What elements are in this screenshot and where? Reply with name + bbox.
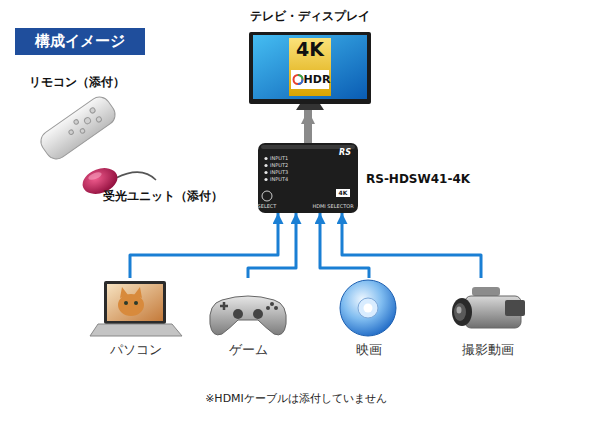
screen-logo-text: 4K: [296, 40, 324, 59]
remote-control: [37, 93, 120, 163]
tv-display: [249, 32, 371, 110]
remote-node: リモコン（添付）: [25, 76, 140, 160]
laptop-illustration-part: [107, 284, 163, 321]
node-label: リモコン（添付）: [29, 76, 125, 89]
laptop-illustration-part: [104, 281, 166, 324]
gamepad-illustration-part: [220, 302, 228, 310]
title-band: [15, 28, 145, 55]
node-label: パソコン: [88, 343, 184, 357]
tv-display-part: [253, 35, 367, 99]
gamepad-illustration-part: [210, 296, 287, 335]
hdmi-selector-device-part: [336, 189, 350, 197]
laptop-illustration-part: [120, 287, 142, 298]
ir-receiver-part: [87, 171, 102, 181]
source-node: 撮影動画: [443, 278, 533, 360]
brand-logo-text: RS: [339, 149, 351, 157]
gamepad-illustration-part: [233, 309, 243, 319]
display-node: テレビ・ディスプレイ: [240, 10, 380, 110]
gamepad-illustration: [210, 296, 287, 335]
title-text: 構成イメージ: [15, 28, 145, 55]
port-indicator-text: INPUT3: [270, 170, 288, 175]
tv-display-part: [289, 38, 331, 96]
hdmi-input-line: [320, 213, 369, 278]
node-label: 撮影動画: [443, 343, 533, 357]
gamepad-illustration-part: [253, 309, 263, 319]
hdmi-selector-device-part: [262, 191, 272, 201]
laptop-illustration-part: [118, 294, 144, 316]
source-node: パソコン: [88, 278, 184, 360]
hdmi-selector-device: [258, 143, 358, 213]
tv-display-part: [249, 32, 371, 104]
disc-illustration-part: [364, 304, 373, 313]
laptop-illustration-part: [90, 324, 182, 336]
camcorder-illustration-part: [505, 300, 525, 316]
hdmi-selector-device-part: [264, 157, 267, 160]
source-node: 映画: [335, 278, 403, 360]
hdmi-selector-device-part: [258, 143, 358, 213]
gamepad-illustration-part: [274, 306, 278, 310]
receiver-node: 受光ユニット（添付）: [75, 165, 235, 210]
screen-logo-text: HDR: [304, 74, 331, 85]
button-text: SELECT: [258, 204, 277, 209]
gamepad-illustration-part: [266, 306, 270, 310]
port-indicator-text: INPUT2: [270, 163, 288, 168]
laptop-illustration-part: [124, 301, 128, 305]
remote-control-part-part: [95, 116, 102, 123]
node-label: 映画: [335, 343, 403, 357]
node-label: ゲーム: [205, 343, 291, 357]
camcorder-illustration-part: [457, 307, 462, 314]
tv-display-part: [298, 80, 303, 85]
port-indicator-text: INPUT4: [270, 177, 288, 182]
node-label: RS-HDSW41-4K: [366, 173, 470, 186]
node-label: テレビ・ディスプレイ: [240, 10, 380, 23]
title-band-part: [15, 28, 145, 55]
tv-display-part: [294, 75, 303, 84]
hdmi-input-line: [130, 213, 278, 278]
hdmi-selector-device-part: [264, 171, 267, 174]
remote-control-part: [37, 93, 120, 163]
disc-illustration: [340, 280, 396, 336]
disc-illustration-part: [358, 298, 378, 318]
gamepad-illustration-part: [270, 302, 274, 306]
remote-control-part-part: [79, 128, 85, 134]
camcorder-illustration-part: [454, 303, 466, 321]
hdmi-selector-device-part: [264, 178, 267, 181]
remote-control-part-part: [68, 129, 74, 135]
ir-receiver-part: [116, 172, 156, 180]
hdmi-input-line: [248, 213, 296, 278]
output-arrow: [304, 110, 312, 143]
remote-control-part-part: [83, 117, 91, 125]
remote-control-part-part: [89, 107, 96, 114]
remote-control-part-part: [73, 119, 79, 125]
laptop-illustration-part: [134, 301, 138, 305]
disc-illustration-part: [340, 280, 396, 336]
device-print-text: HDMI SELECTOR: [312, 204, 353, 209]
remote-control-part-part: [37, 93, 120, 163]
hdmi-input-line: [342, 213, 481, 278]
laptop-illustration: [90, 281, 182, 336]
tv-display-part: [296, 104, 324, 110]
badge-text: 4K: [339, 190, 348, 196]
tv-display-part: [298, 75, 303, 80]
camcorder-illustration-part: [452, 298, 472, 326]
hdmi-selector-device-part: [264, 164, 267, 167]
node-label: 受光ユニット（添付）: [103, 190, 223, 203]
port-indicator-text: INPUT1: [270, 156, 288, 161]
source-node: ゲーム: [205, 278, 291, 360]
camcorder-illustration: [452, 287, 525, 328]
note-text: ※HDMIケーブルは添付していません: [205, 393, 387, 404]
camcorder-illustration-part: [472, 287, 500, 296]
